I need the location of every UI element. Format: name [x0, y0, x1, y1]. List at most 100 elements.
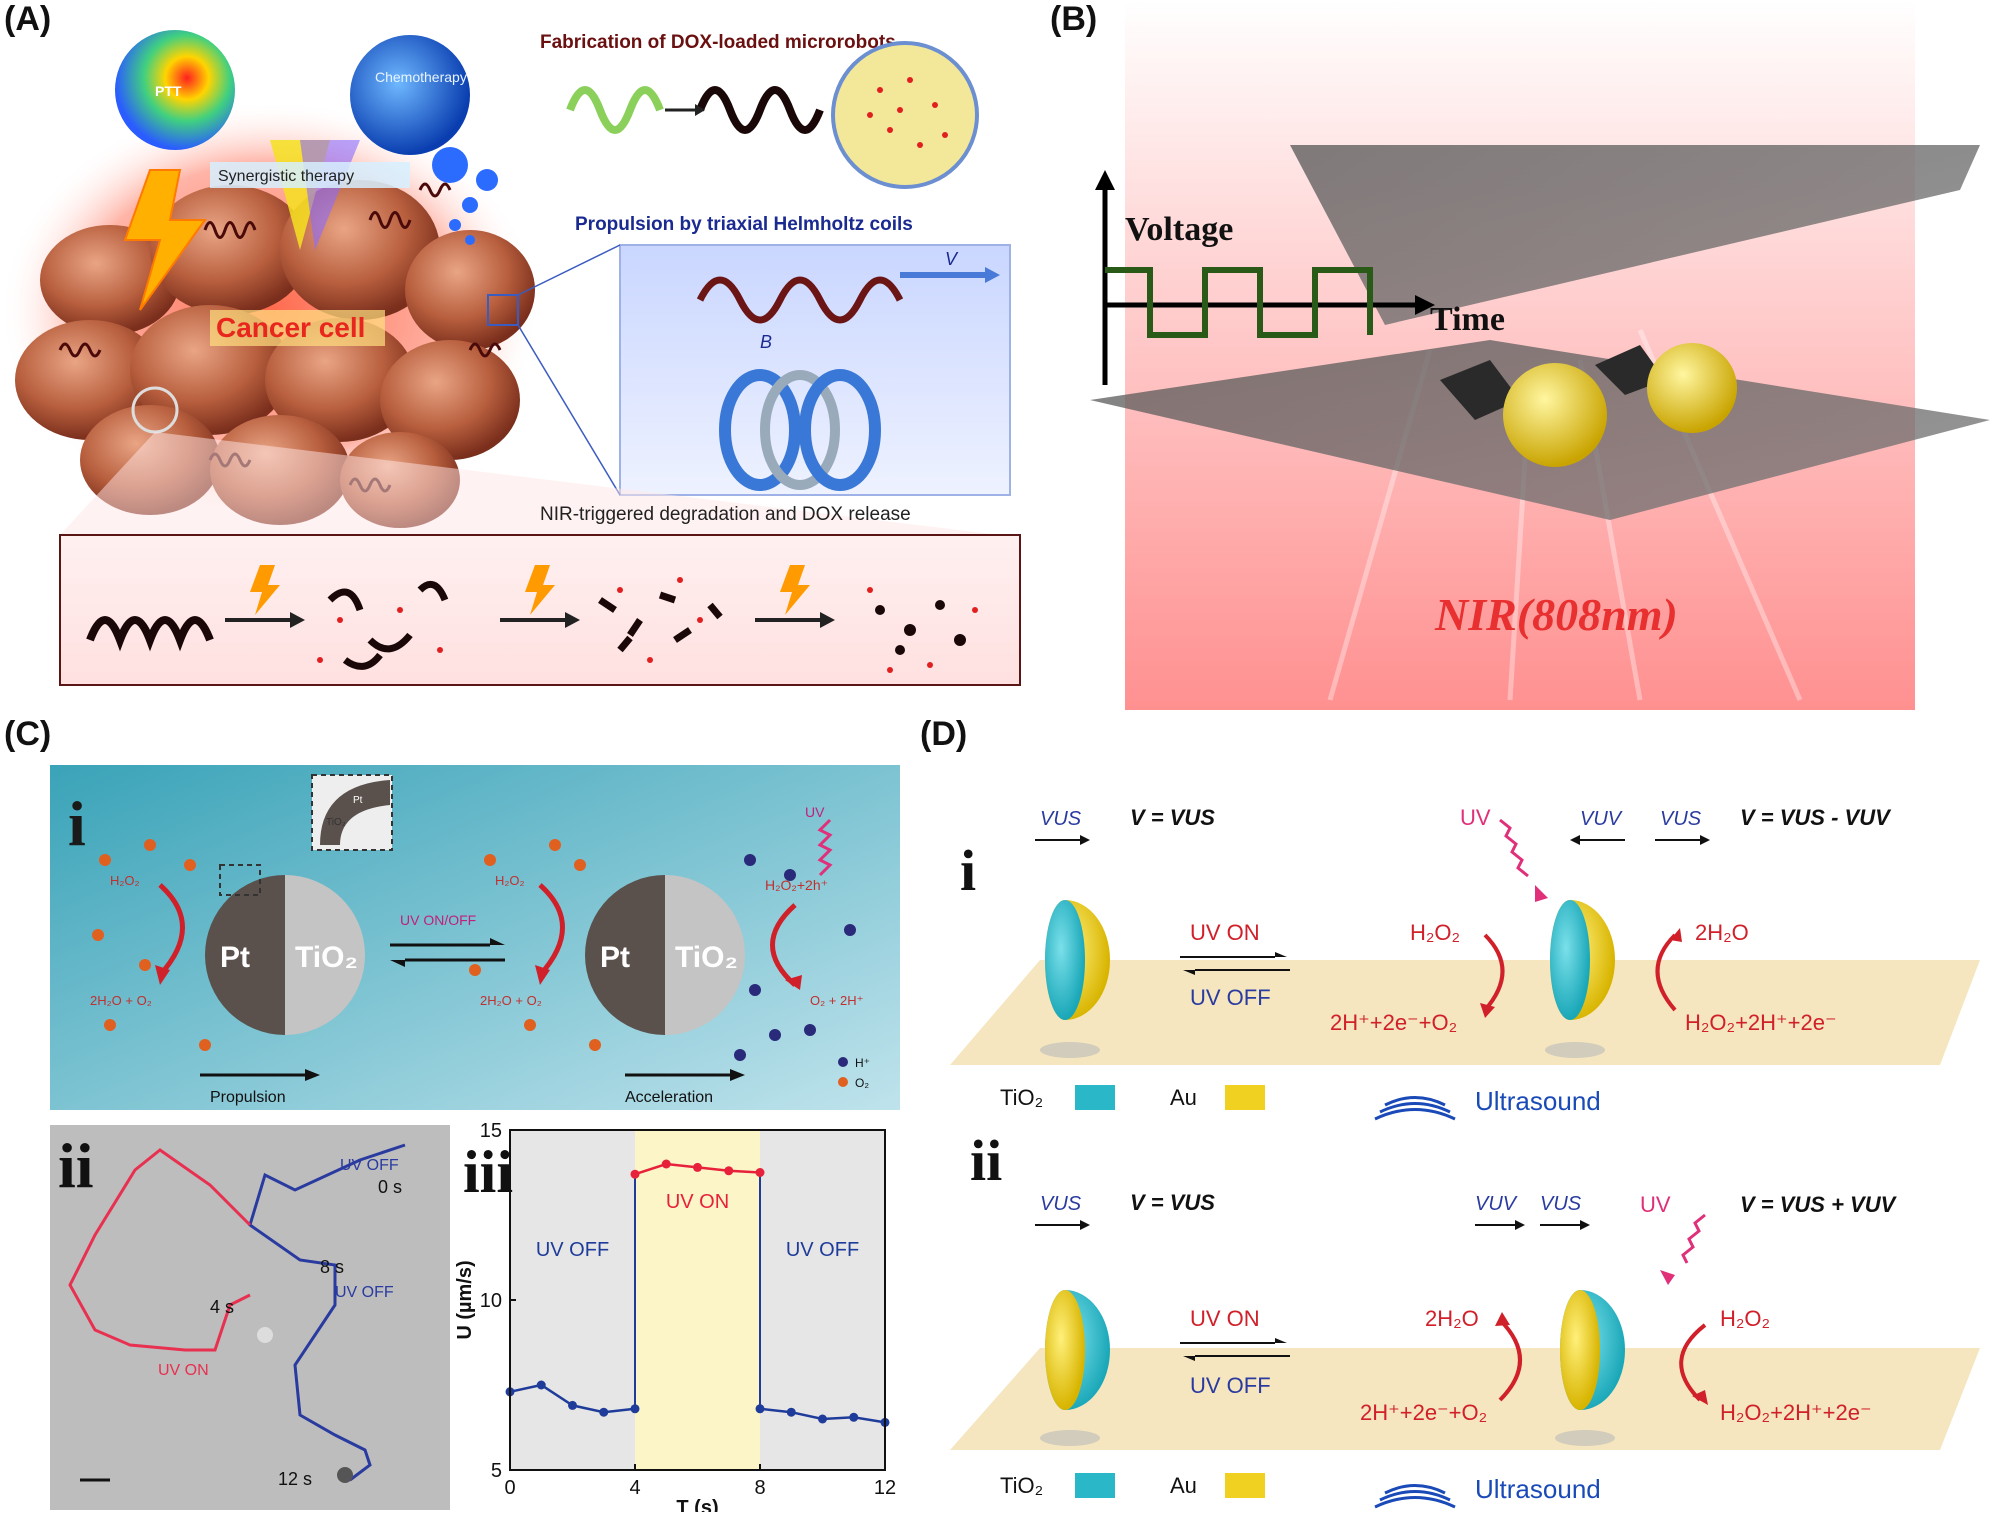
intact-helix: [86, 616, 214, 652]
traj-t0: 0 s: [378, 1177, 402, 1197]
h2o2-2h-label: H₂O₂+2h⁺: [765, 877, 828, 893]
d-ii-roman: ii: [970, 1128, 1002, 1193]
upper-electrode-plate: [1290, 145, 1980, 325]
uv-wave-icon: [817, 818, 833, 877]
d-i-eq-left: V = VUS: [1130, 805, 1215, 830]
d-i-h2o2: H₂O₂: [1410, 920, 1460, 945]
d-ii-tio2-swatch: [1075, 1473, 1115, 1498]
d-i-tio2-swatch: [1075, 1085, 1115, 1110]
degradation-steps: [225, 565, 978, 673]
b-label: B: [760, 332, 772, 352]
d-i-vus-left: VUS: [1040, 808, 1082, 830]
acceleration-label: Acceleration: [625, 1089, 713, 1106]
d-i-au-legend: Au: [1170, 1085, 1197, 1110]
trajectory-image: ii UV OFF 0 s 8 s UV OFF 4 s UV ON 12 s: [50, 1125, 450, 1510]
time-label: Time: [1430, 301, 1505, 338]
panel-a-illustration: PTT Chemotherapy Synergistic therapy Can…: [0, 30, 1021, 686]
x-axis-label: T (s): [676, 1497, 718, 1512]
data-point-uv-off-2: [818, 1414, 827, 1424]
inset-pt-label: Pt: [353, 795, 363, 806]
panel-c-label: (C): [4, 715, 52, 753]
data-point-uv-off-1: [568, 1400, 577, 1410]
cancer-cell-label: Cancer cell: [216, 312, 365, 343]
pt-label-right: Pt: [600, 941, 630, 974]
data-point-uv-on: [724, 1166, 734, 1176]
annotation-label: UV ON: [666, 1191, 729, 1213]
data-point-uv-on: [755, 1168, 765, 1177]
ptt-sphere: [115, 30, 235, 150]
legend-o2-dot: [838, 1077, 848, 1087]
panel-c-i-illustration: i Pt TiO₂ Pt TiO₂ H₂O₂ 2H₂O + O₂ UV ON/O…: [50, 765, 900, 1110]
d-ii-tio2-legend: TiO₂: [1000, 1473, 1043, 1498]
propulsion-title: Propulsion by triaxial Helmholtz coils: [575, 214, 913, 235]
panel-c-i: i Pt TiO₂ Pt TiO₂ H₂O₂ 2H₂O + O₂ UV ON/O…: [50, 765, 900, 1110]
data-point-uv-off-1: [599, 1407, 609, 1417]
x-tick-label: 4: [629, 1477, 640, 1499]
propulsion-helix: [696, 276, 904, 324]
h2o-o2-right: 2H₂O + O₂: [480, 993, 542, 1008]
pt-half-left: [205, 875, 285, 1035]
pt-label-left: Pt: [220, 941, 250, 974]
d-ii-rx-left: 2H⁺+2e⁻+O₂: [1360, 1400, 1487, 1425]
fabrication-helices: [566, 86, 824, 134]
data-point-uv-off-2: [849, 1412, 859, 1422]
degradation-box: [59, 534, 1021, 686]
data-point-uv-off-2: [786, 1407, 796, 1417]
d-ii-ultrasound-icon: [1374, 1484, 1456, 1509]
h2o2-left: H₂O₂: [110, 873, 140, 888]
y-tick-label: 15: [480, 1120, 502, 1142]
d-ii-eq-left: V = VUS: [1130, 1190, 1215, 1215]
d-ii-ultrasound: Ultrasound: [1475, 1474, 1601, 1504]
d-ii-h2o2: H₂O₂: [1720, 1306, 1770, 1331]
data-point-uv-on: [693, 1162, 702, 1172]
d-i-au-swatch: [1225, 1085, 1265, 1110]
d-i-uv-off: UV OFF: [1190, 985, 1271, 1010]
uv-label-c: UV: [805, 804, 825, 820]
fabrication-title: Fabrication of DOX-loaded microrobots: [540, 32, 896, 53]
d-ii-uv-wave-icon: [1681, 1213, 1706, 1264]
d-i-vuv: VUV: [1580, 808, 1623, 830]
synergistic-therapy-label: Synergistic therapy: [218, 168, 354, 185]
legend-h-dot: [838, 1057, 848, 1067]
degradation-title: NIR-triggered degradation and DOX releas…: [540, 504, 911, 525]
d-ii-vus-right: VUS: [1540, 1193, 1582, 1215]
data-point-uv-on: [630, 1169, 640, 1179]
panel-d: i VUS V = VUS UV VUV VUS V = VUS - VUV U…: [940, 760, 2001, 1512]
y-axis-label: U (µm/s): [455, 1260, 476, 1339]
d-ii-uv-on: UV ON: [1190, 1306, 1260, 1331]
dox-dots: [867, 77, 948, 148]
janus-microrobot-1: [1440, 360, 1607, 467]
tio2-half-left: [285, 875, 365, 1035]
data-point-uv-on: [661, 1159, 671, 1169]
traj-t12: 12 s: [278, 1469, 312, 1489]
uv-onoff-label: UV ON/OFF: [400, 912, 476, 928]
panel-a-label: (A): [4, 0, 52, 38]
d-i-rx-left: 2H⁺+2e⁻+O₂: [1330, 1010, 1457, 1035]
d-ii-substrate: [950, 1348, 1980, 1450]
annotation-label: UV OFF: [536, 1239, 609, 1261]
d-ii-uv-label: UV: [1640, 1192, 1671, 1217]
d-i-janus-right-tio2: [1550, 900, 1590, 1020]
d-ii-janus-left-au: [1045, 1290, 1085, 1410]
d-i-ultrasound-icon: [1374, 1096, 1456, 1121]
propulsion-label: Propulsion: [210, 1089, 286, 1106]
v-label: V: [945, 249, 959, 269]
annotation-label: UV OFF: [786, 1239, 859, 1261]
c-i-roman: i: [68, 788, 86, 859]
data-point-uv-off-1: [630, 1404, 640, 1414]
traj-t8: 8 s: [320, 1257, 344, 1277]
traj-t4: 4 s: [210, 1297, 234, 1317]
y-tick-label: 5: [491, 1460, 502, 1482]
voltage-label: Voltage: [1125, 211, 1233, 248]
pt-half-right: [585, 875, 665, 1035]
o2-2h-label: O₂ + 2H⁺: [810, 993, 863, 1008]
h-plus-dots: [734, 854, 856, 1061]
d-ii-vus-left: VUS: [1040, 1193, 1082, 1215]
d-i-ultrasound: Ultrasound: [1475, 1086, 1601, 1116]
panel-b: Voltage Time NIR(808nm): [1080, 0, 2001, 710]
uv-on-background: [635, 1130, 760, 1470]
d-ii-two-h2o: 2H₂O: [1425, 1306, 1479, 1331]
d-i-tio2-legend: TiO₂: [1000, 1085, 1043, 1110]
janus-microrobot-2: [1595, 343, 1737, 433]
